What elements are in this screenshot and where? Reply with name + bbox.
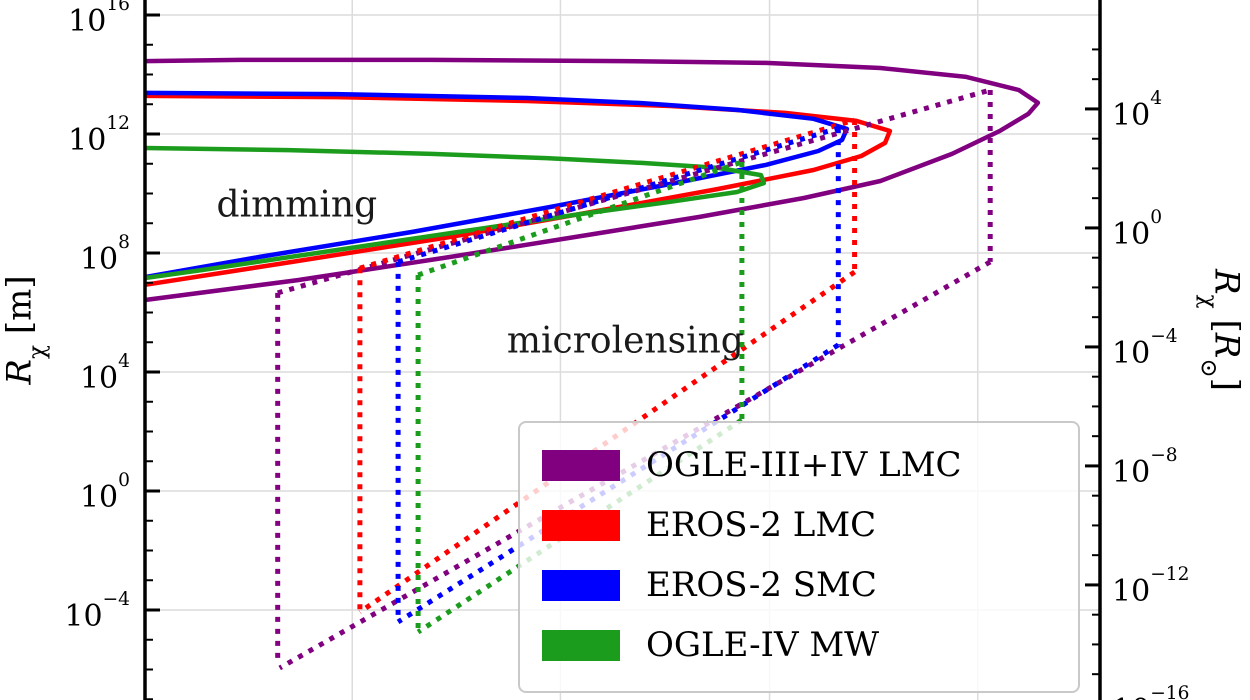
series-solid-ogle-iii-iv-lmc	[144, 57, 1041, 303]
legend-color-patch	[542, 509, 620, 541]
annotation-microlensing: microlensing	[506, 320, 744, 362]
legend-color-patch	[542, 569, 620, 601]
left-axis-symbol: R	[0, 358, 40, 385]
left-tick-label-1e16: 1016	[68, 0, 130, 39]
right-tick-label-1e-8: 10−8	[1112, 444, 1178, 490]
legend-label: EROS-2 SMC	[646, 565, 877, 605]
right-axis-unit-subscript: ⊙	[1195, 358, 1222, 378]
legend-entry-eros-2-lmc: EROS-2 LMC	[542, 495, 1078, 555]
series-dotted-ogle-iv-mw	[417, 159, 743, 278]
right-axis-unit-close: ]	[1206, 377, 1247, 391]
series-dotted-eros-2-lmc	[359, 117, 856, 271]
series-dotted-eros-2-smc	[397, 125, 840, 265]
legend-label: OGLE-IV MW	[646, 625, 880, 665]
legend-entry-ogle-iii-iv-lmc: OGLE-III+IV LMC	[542, 435, 1078, 495]
right-axis-unit-open: [	[1206, 308, 1247, 333]
left-tick-label-1e-4: 10−4	[64, 588, 130, 634]
left-tick-label-1e8: 108	[79, 231, 130, 277]
right-axis-symbol: R	[1206, 269, 1247, 295]
left-axis-unit: [m]	[0, 275, 40, 345]
annotation-dimming: dimming	[216, 184, 378, 226]
legend-box: OGLE-III+IV LMC EROS-2 LMC EROS-2 SMC OGLE-…	[518, 421, 1080, 693]
series-dotted-eros-2-smc	[396, 342, 840, 625]
right-tick-label-1e-16: 10−16	[1112, 682, 1190, 700]
legend-label: EROS-2 LMC	[646, 505, 877, 545]
right-tick-label-1e-12: 10−12	[1112, 563, 1190, 609]
left-axis-label: Rχ [m]	[0, 275, 51, 385]
legend-color-patch	[542, 629, 620, 661]
right-axis-unit-symbol: R	[1206, 332, 1247, 359]
left-tick-label-1e4: 104	[79, 350, 130, 396]
right-tick-label-1e4: 104	[1112, 87, 1163, 133]
legend-label: OGLE-III+IV LMC	[646, 445, 962, 485]
series-solid-ogle-iv-mw	[144, 145, 767, 281]
right-axis-subscript: χ	[1195, 294, 1222, 309]
left-tick-label-1e12: 1012	[68, 112, 130, 158]
right-axis-label: Rχ [R⊙]	[1195, 269, 1247, 391]
right-tick-label-1e0: 100	[1112, 206, 1163, 252]
legend-entry-ogle-iv-mw: OGLE-IV MW	[542, 615, 1078, 675]
left-tick-label-1e0: 100	[79, 469, 130, 515]
left-axis-subscript: χ	[24, 344, 51, 359]
legend-color-patch	[542, 449, 620, 481]
right-tick-label-1e-4: 10−4	[1112, 325, 1178, 371]
legend-entry-eros-2-smc: EROS-2 SMC	[542, 555, 1078, 615]
series-solid-eros-2-smc	[144, 90, 850, 280]
